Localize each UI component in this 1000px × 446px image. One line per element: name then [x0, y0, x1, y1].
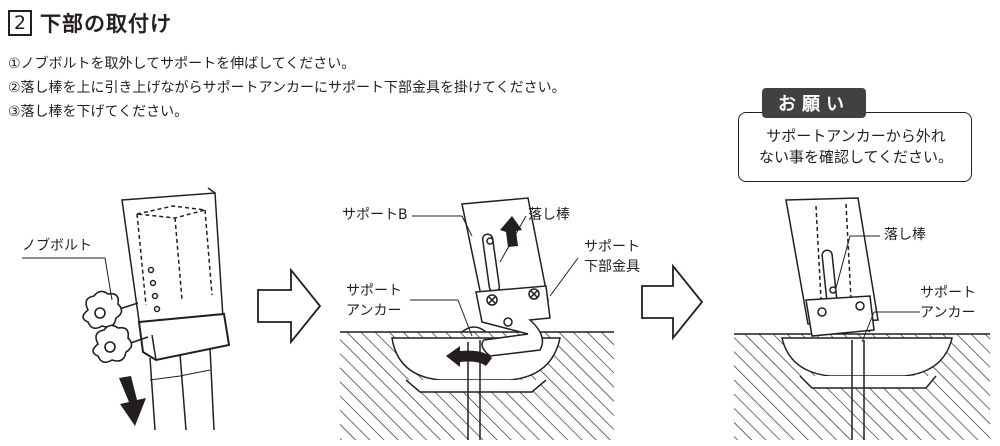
label-support-anchor-fig2-2: アンカー — [346, 303, 402, 319]
step-number-box: 2 — [8, 10, 32, 36]
section-header: 2 下部の取付け — [8, 8, 172, 38]
process-arrow-1-icon — [257, 267, 322, 345]
figure-2-hook-fitting — [340, 197, 614, 440]
label-support-b: サポートB — [342, 207, 408, 223]
instruction-list: ①ノブボルトを取外してサポートを伸ばしてください。 ②落し棒を上に引き上げながら… — [8, 52, 566, 124]
label-drop-rod-fig2: 落し棒 — [528, 207, 570, 223]
label-support-anchor-fig3-2: アンカー — [920, 305, 976, 321]
instruction-step-1: ①ノブボルトを取外してサポートを伸ばしてください。 — [8, 56, 356, 72]
label-support-lower-fitting-2: 下部金具 — [584, 259, 640, 275]
label-drop-rod-fig3: 落し棒 — [884, 227, 926, 243]
notice-text: サポートアンカーから外れ ない事を確認してください。 — [746, 126, 966, 168]
label-support-anchor-fig3-1: サポート — [920, 285, 976, 301]
process-arrow-2-icon — [641, 263, 704, 341]
left-curved-arrow-icon — [446, 346, 492, 367]
label-knob-bolt: ノブボルト — [22, 238, 92, 254]
section-title: 下部の取付け — [40, 12, 172, 36]
label-support-anchor-fig2-1: サポート — [346, 283, 402, 299]
figure-1-knob-bolt-removal — [22, 187, 231, 431]
up-arrow-icon — [500, 216, 522, 247]
notice-line-2: ない事を確認してください。 — [758, 148, 954, 166]
figure-3-locked-state — [734, 197, 990, 440]
knob-bolt-upper — [82, 290, 139, 330]
instruction-step-3: ③落し棒を下げてください。 — [8, 104, 189, 120]
notice-box — [738, 112, 972, 182]
notice-line-1: サポートアンカーから外れ — [766, 127, 946, 145]
knob-bolt-lower — [92, 324, 149, 364]
instruction-step-2: ②落し棒を上に引き上げながらサポートアンカーにサポート下部金具を掛けてください。 — [8, 80, 566, 96]
label-support-lower-fitting-1: サポート — [584, 239, 640, 255]
notice-tab: お願い — [762, 88, 866, 118]
down-arrow-icon — [119, 376, 146, 426]
